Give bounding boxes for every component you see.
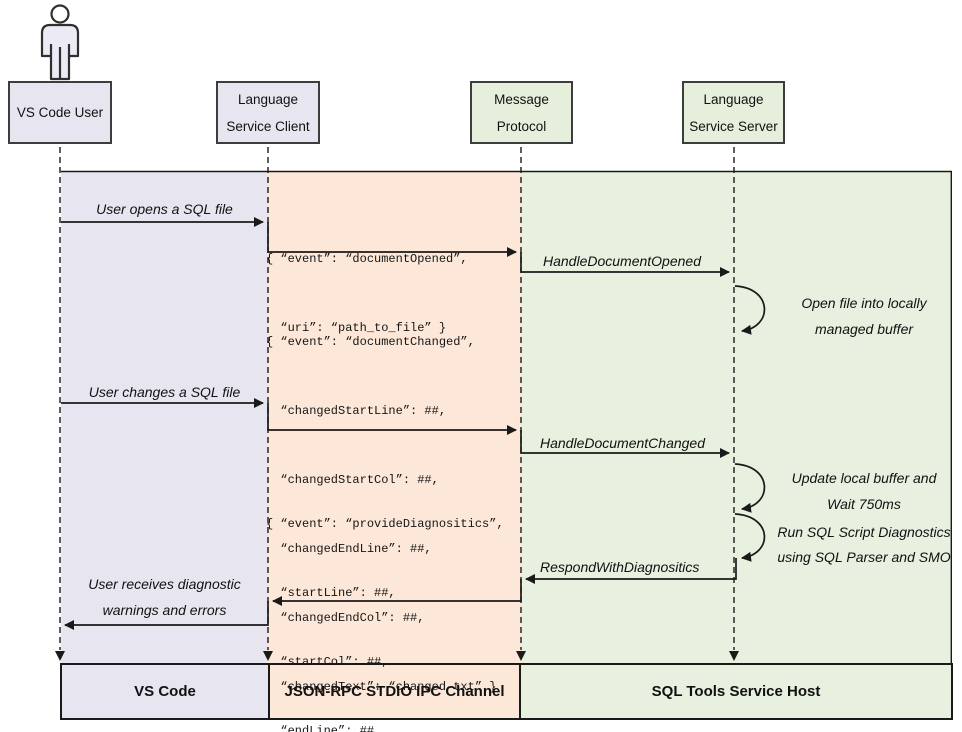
- actor-label: VS Code User: [16, 105, 104, 120]
- payload-line: { “event”: “documentOpened”,: [266, 252, 468, 266]
- actor-label: Protocol: [496, 118, 547, 134]
- actor-box-vscode-user: VS Code User: [8, 81, 112, 144]
- actor-label: Service Server: [689, 118, 778, 134]
- payload-line: { “event”: “documentChanged”,: [266, 335, 475, 349]
- footer-box-sql-tools-service-host: SQL Tools Service Host: [519, 663, 953, 720]
- label-line: User receives diagnostic: [88, 576, 241, 592]
- actor-box-message-protocol: Message Protocol: [470, 81, 573, 144]
- payload-line: “endLine”: ##,: [266, 724, 382, 732]
- payload-line: “changedStartLine”: ##,: [266, 404, 447, 418]
- note-run-sql-diagnostics: Run SQL Script Diagnostics using SQL Par…: [768, 520, 960, 570]
- actor-box-language-service-server: Language Service Server: [682, 81, 785, 144]
- actor-label: Language: [237, 91, 299, 107]
- actor-label: Language: [703, 91, 764, 107]
- note-line: using SQL Parser and SMO: [777, 549, 951, 565]
- note-line: managed buffer: [814, 321, 914, 337]
- footer-label: VS Code: [134, 683, 196, 700]
- footer-box-vscode: VS Code: [60, 663, 270, 720]
- actor-label: Service Client: [226, 118, 310, 134]
- note-update-buffer-wait: Update local buffer and Wait 750ms: [768, 465, 960, 517]
- label-respond-with-diagnositics: RespondWithDiagnositics: [540, 559, 700, 575]
- footer-label: SQL Tools Service Host: [651, 683, 821, 700]
- payload-line: “startCol”: ##,: [266, 655, 389, 669]
- actor-box-language-service-client: Language Service Client: [216, 81, 320, 144]
- payload-line: “changedText”: “changed txt” }: [266, 680, 497, 694]
- payload-line: “startLine”: ##,: [266, 586, 396, 600]
- note-line: Update local buffer and: [791, 470, 937, 486]
- label-user-opens-sql-file: User opens a SQL file: [96, 201, 233, 217]
- payload-provide-diagnostics: { “event”: “provideDiagnositics”, “start…: [266, 467, 504, 732]
- lane-service-host: [521, 172, 952, 663]
- note-open-file-buffer: Open file into locally managed buffer: [768, 290, 960, 342]
- note-line: Wait 750ms: [827, 496, 901, 512]
- label-handle-document-changed: HandleDocumentChanged: [540, 435, 705, 451]
- label-user-receives-diagnostics: User receives diagnostic warnings and er…: [61, 571, 268, 623]
- note-line: Run SQL Script Diagnostics: [777, 524, 951, 540]
- footer-label: JSON-RPC STDIO IPC Channel: [284, 683, 505, 700]
- user-person-icon: [40, 4, 80, 81]
- label-handle-document-opened: HandleDocumentOpened: [543, 253, 701, 269]
- actor-label: Message: [494, 91, 549, 107]
- note-line: Open file into locally: [801, 295, 927, 311]
- payload-line: { “event”: “provideDiagnositics”,: [266, 517, 504, 531]
- label-user-changes-sql-file: User changes a SQL file: [88, 384, 241, 400]
- label-line: warnings and errors: [102, 602, 227, 618]
- footer-box-jsonrpc-channel: JSON-RPC STDIO IPC Channel: [268, 663, 521, 720]
